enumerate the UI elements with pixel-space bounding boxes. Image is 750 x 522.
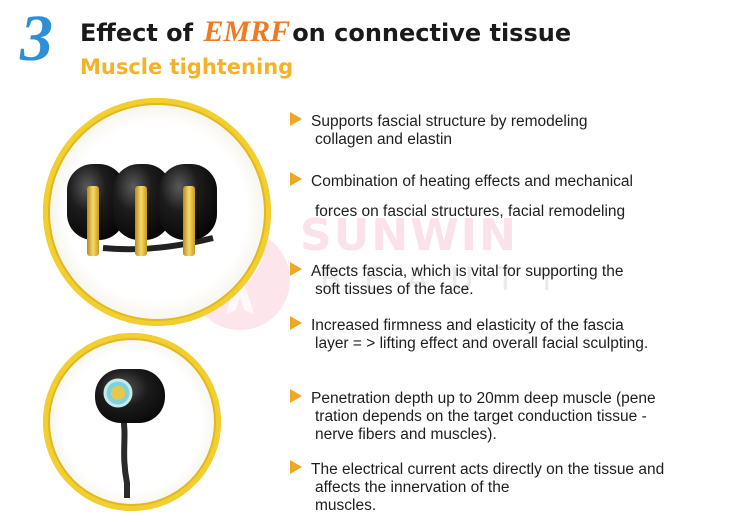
- single-electrode-image: [43, 333, 221, 511]
- arrow-bullet-icon: [290, 389, 302, 403]
- bullet-line: affects the innervation of the: [315, 479, 510, 496]
- bullet-item: Supports fascial structure by remodeling…: [290, 112, 588, 149]
- bullet-line: nerve fibers and muscles).: [315, 426, 497, 443]
- bullet-item: Penetration depth up to 20mm deep muscle…: [290, 389, 656, 444]
- bullet-line: tration depends on the target conduction…: [315, 408, 647, 425]
- title-prefix: Effect of: [80, 19, 194, 47]
- bullet-line: collagen and elastin: [315, 131, 453, 148]
- bullet-line: layer = > lifting effect and overall fac…: [315, 335, 649, 352]
- bullet-line: Increased firmness and elasticity of the…: [311, 317, 624, 334]
- bullet-line: Affects fascia, which is vital for suppo…: [311, 263, 624, 280]
- bullet-item: Increased firmness and elasticity of the…: [290, 316, 648, 353]
- arrow-bullet-icon: [290, 460, 302, 474]
- bullet-line: soft tissues of the face.: [315, 281, 474, 298]
- step-number: 3: [20, 2, 53, 75]
- bullet-line: Penetration depth up to 20mm deep muscle…: [311, 390, 656, 407]
- electrode-trio-image: [43, 98, 271, 326]
- arrow-bullet-icon: [290, 112, 302, 126]
- electrode-trio-icon: [67, 164, 217, 256]
- page-title: Effect of EMRFon connective tissue: [80, 15, 572, 48]
- arrow-bullet-icon: [290, 316, 302, 330]
- arrow-bullet-icon: [290, 262, 302, 276]
- bullet-line: The electrical current acts directly on …: [311, 461, 665, 478]
- arrow-bullet-icon: [290, 172, 302, 186]
- bullet-line: muscles.: [315, 497, 377, 514]
- bullet-line: Supports fascial structure by remodeling: [311, 113, 588, 130]
- single-electrode-icon: [95, 369, 165, 498]
- title-suffix: on connective tissue: [292, 19, 572, 47]
- bullet-line: Combination of heating effects and mecha…: [311, 173, 633, 190]
- bullet-line: forces on fascial structures, facial rem…: [315, 203, 626, 220]
- page-subtitle: Muscle tightening: [80, 55, 294, 79]
- bullet-item: Affects fascia, which is vital for suppo…: [290, 262, 623, 299]
- title-brand: EMRF: [203, 15, 291, 48]
- bullet-item: The electrical current acts directly on …: [290, 460, 664, 515]
- bullet-item: Combination of heating effects and mecha…: [290, 172, 633, 221]
